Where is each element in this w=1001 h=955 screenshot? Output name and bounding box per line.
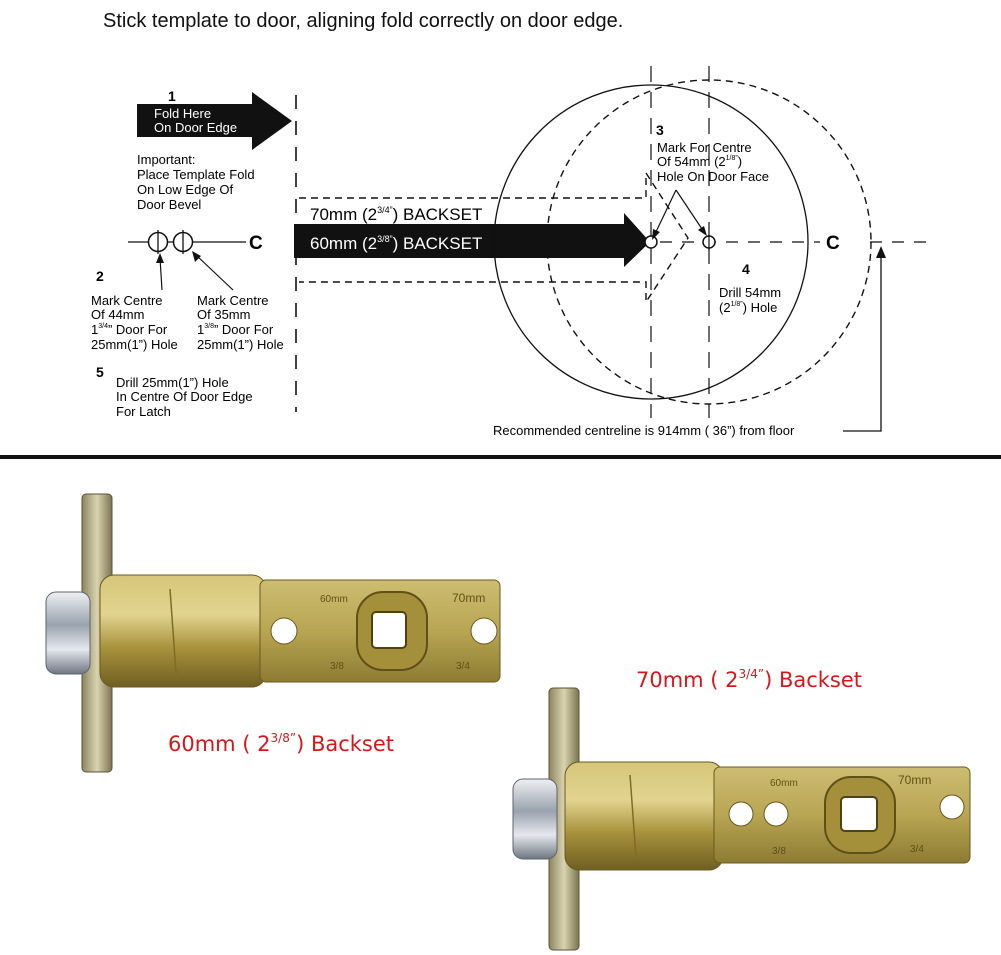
important-note: Important: Place Template Fold On Low Ed…	[137, 152, 255, 212]
step5-line: For Latch	[116, 404, 171, 419]
step2-right-text: Mark Centre Of 35mm 13/8” Door For 25mm(…	[197, 293, 284, 352]
step3-line2: Of 54mm (21/8”)	[657, 154, 742, 169]
latch-60mm-mark-70: 70mm	[452, 591, 485, 605]
latch-60mm-mark-frac: 3/8	[330, 661, 344, 672]
centre-point-60mm	[644, 235, 658, 249]
centre-mark-right: C	[826, 233, 840, 254]
latch-70mm-hole	[728, 801, 754, 827]
fold-arrow-line1: Fold Here	[154, 106, 211, 121]
step5-line: In Centre Of Door Edge	[116, 389, 253, 404]
latch-70mm-photo: 60mm 70mm 3/8 3/4 70mm ( 23/4”) Backset	[512, 667, 971, 951]
step2-left-line: Of 44mm	[91, 307, 144, 322]
step2-left-text: Mark Centre Of 44mm 13/4” Door For 25mm(…	[91, 293, 178, 352]
template-diagram: Stick template to door, aligning fold co…	[0, 10, 1001, 459]
step5-number: 5	[96, 364, 104, 380]
latch-60mm-hole	[470, 617, 498, 645]
step4-line1: Drill 54mm	[719, 285, 781, 300]
latch-70mm-hole	[939, 794, 965, 820]
latch-70mm-label: 70mm ( 23/4”) Backset	[636, 667, 862, 692]
latch-60mm-hole	[270, 617, 298, 645]
pointer-44mm	[159, 257, 163, 291]
latch-60mm-mark-frac: 3/4	[456, 661, 470, 672]
step2-left-line: 25mm(1”) Hole	[91, 337, 178, 352]
fold-arrow	[137, 92, 292, 150]
centreline-leader	[843, 255, 882, 432]
pointer-centre-70mm	[675, 189, 705, 233]
latch-60mm-label: 60mm ( 23/8”) Backset	[168, 731, 394, 756]
important-line: On Low Edge Of	[137, 182, 233, 197]
important-line: Important:	[137, 152, 196, 167]
latch-70mm-mark-frac: 3/4	[910, 844, 924, 855]
latch-70mm-mark-70: 70mm	[898, 773, 931, 787]
latch-60mm-bolt	[45, 591, 91, 675]
latch-70mm-bolt	[512, 778, 558, 860]
step4-number: 4	[742, 261, 750, 277]
step2-right-line: 13/8” Door For	[197, 322, 274, 337]
step2-right-line: 25mm(1”) Hole	[197, 337, 284, 352]
latch-70mm-hole	[763, 801, 789, 827]
important-line: Door Bevel	[137, 197, 201, 212]
centreline-note: Recommended centreline is 914mm ( 36”) f…	[493, 423, 795, 438]
step1-number: 1	[168, 88, 176, 104]
step2-left-line: 13/4” Door For	[91, 322, 168, 337]
step4-line2: (21/8”) Hole	[719, 300, 777, 315]
latch-70mm-seam	[629, 774, 637, 858]
step2-left-line: Mark Centre	[91, 293, 163, 308]
latch-70mm-mark-60: 60mm	[770, 778, 798, 789]
latch-60mm-mark-60: 60mm	[320, 594, 348, 605]
pointer-35mm-head	[192, 251, 201, 262]
centre-mark-left: C	[249, 233, 263, 254]
backset-70mm-label: 70mm (23/4”) BACKSET	[310, 205, 482, 224]
section-divider	[0, 455, 1001, 459]
latch-70mm-mark-frac: 3/8	[772, 846, 786, 857]
backset-60mm-arrow	[294, 213, 650, 267]
instruction-title: Stick template to door, aligning fold co…	[103, 10, 623, 32]
latch-70mm-housing	[564, 761, 724, 871]
pointer-35mm	[195, 254, 234, 291]
step5-text: Drill 25mm(1”) Hole In Centre Of Door Ed…	[116, 375, 253, 419]
step3-line1: Mark For Centre	[657, 140, 752, 155]
pointer-centre-60mm	[653, 189, 677, 237]
pointer-centre-60mm-head	[652, 229, 660, 240]
latch-60mm-spindle-hole	[371, 611, 407, 649]
step2-right-line: Mark Centre	[197, 293, 269, 308]
latch-70mm-spindle-hole	[840, 796, 878, 832]
backset-60mm-label: 60mm (23/8”) BACKSET	[310, 234, 482, 253]
latch-60mm-photo: 60mm 70mm 3/8 3/4 60mm ( 23/8”) Backset	[45, 493, 501, 773]
step2-number: 2	[96, 268, 104, 284]
latch-60mm-housing	[99, 574, 267, 688]
pointer-44mm-head	[156, 253, 164, 263]
step5-line: Drill 25mm(1”) Hole	[116, 375, 229, 390]
centreline-leader-head	[876, 246, 886, 258]
backset-70mm-outline	[299, 170, 689, 305]
fold-arrow-line2: On Door Edge	[154, 120, 237, 135]
latch-60mm-seam	[169, 588, 177, 674]
bore-circle-60mm	[493, 84, 809, 400]
important-line: Place Template Fold	[137, 167, 255, 182]
latch-photos: 60mm 70mm 3/8 3/4 60mm ( 23/8”) Backset …	[45, 493, 971, 951]
step3-line3: Hole On Door Face	[657, 169, 769, 184]
step2-right-line: Of 35mm	[197, 307, 250, 322]
step3-number: 3	[656, 122, 664, 138]
pointer-centre-70mm-head	[698, 226, 707, 236]
